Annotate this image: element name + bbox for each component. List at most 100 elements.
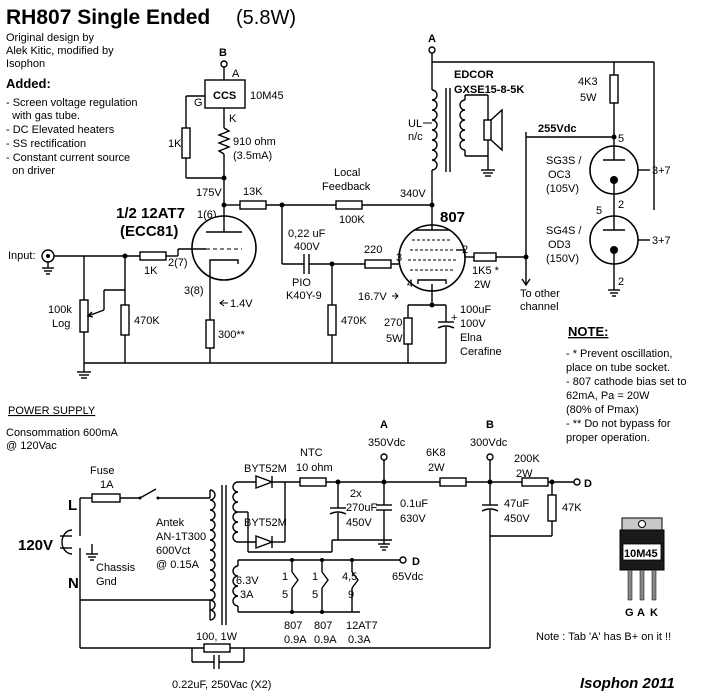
coupling-cap-value: 0,22 uF: [288, 228, 326, 240]
output-pin-g1: 3: [396, 252, 402, 264]
reg1-pin37: 3+7: [652, 165, 671, 177]
ccs-gate-resistor: [181, 127, 191, 159]
plate-feed-resistor: [239, 200, 267, 210]
driver-cathode-resistor: [205, 319, 215, 349]
output-grid-leak-label: 470K: [341, 315, 367, 327]
driver-grid-resistor: [139, 251, 167, 261]
psu-r1-value: 6K8: [426, 447, 446, 459]
output-cathode-voltage: 16.7V: [358, 291, 387, 303]
note-line-3: - 807 cathode bias set to: [566, 376, 686, 388]
filter-cap-1-voltage: 450V: [346, 517, 372, 529]
coupling-cap-model: K40Y-9: [286, 290, 322, 302]
volume-pot[interactable]: [79, 299, 89, 333]
grid-leak-resistor: [120, 304, 130, 336]
psu-r3-value: 47K: [562, 502, 582, 514]
screen-resistor-power: 2W: [474, 279, 491, 291]
title-main: RH807 Single Ended: [6, 6, 210, 29]
psu-consumption-2: @ 120Vac: [6, 440, 57, 452]
added-item-2: - DC Elevated heaters: [6, 124, 115, 136]
hv-secondary: [232, 481, 239, 543]
ntc-label: NTC: [300, 447, 323, 459]
heater-t1-pin-a: 1: [282, 571, 288, 583]
reg2-alt: OD3: [548, 239, 571, 251]
note-line-4: 62mA, Pa = 20W: [566, 390, 650, 402]
pot-taper: Log: [52, 318, 70, 330]
snubber-cap-label: 0.22uF, 250Vac (X2): [172, 679, 271, 691]
added-item-4a: - Constant current source: [6, 152, 130, 164]
psu-r1-power: 2W: [428, 462, 445, 474]
heater-t2-pin-b: 5: [312, 589, 318, 601]
reg1-alt: OC3: [548, 169, 571, 181]
heater-t2-pin-a: 1: [312, 571, 318, 583]
reg1-pin2: 2: [618, 199, 624, 211]
ccs-set-resistor-label: 910 ohm: [233, 136, 276, 148]
driver-tube-alt: (ECC81): [120, 223, 178, 240]
note-line-7: proper operation.: [566, 432, 650, 444]
mains-plug: [61, 529, 73, 555]
note-line-2: place on tube socket.: [566, 362, 670, 374]
snubber-resistor: [203, 643, 231, 653]
component-name: 10M45: [624, 548, 658, 560]
grid-leak-resistor-label: 470K: [134, 315, 160, 327]
heater-current: 3A: [240, 589, 254, 601]
credit-line-1: Original design by: [6, 32, 95, 44]
heater-t1-current: 0.9A: [284, 634, 307, 646]
regulator-drop-r-power: 5W: [580, 92, 597, 104]
ntc-thermistor: [299, 477, 327, 487]
otx-model: GXSE15-8-5K: [454, 84, 524, 96]
note-line-5: (80% of Pmax): [566, 404, 639, 416]
driver-cathode: [209, 259, 239, 264]
ccs-block: [204, 79, 246, 109]
driver-tube-name: 1/2 12AT7: [116, 205, 185, 222]
cap-plus: +: [451, 312, 457, 324]
component-pin-a: A: [637, 607, 645, 619]
transformer-voltage: 600Vct: [156, 545, 190, 557]
regulator-drop-resistor: [609, 74, 619, 104]
heater-elevation-voltage: 65Vdc: [392, 571, 424, 583]
psu-node-a-voltage: 350Vdc: [368, 437, 406, 449]
added-item-1a: - Screen voltage regulation: [6, 97, 137, 109]
power-switch[interactable]: [139, 488, 157, 499]
psu-heading: POWER SUPPLY: [8, 405, 96, 417]
psu-node-d: D: [584, 478, 592, 490]
ccs-set-current: (3.5mA): [233, 150, 272, 162]
output-grid-leak-resistor: [327, 304, 337, 336]
heater-t2-current: 0.9A: [314, 634, 337, 646]
ccs-gate-resistor-label: 1K: [168, 138, 182, 150]
ccs-pin-g: G: [194, 97, 203, 109]
pot-value: 100k: [48, 304, 72, 316]
input-label: Input:: [8, 250, 36, 262]
heater-t1-pin-b: 5: [282, 589, 288, 601]
diode-1-label: BYT52M: [244, 463, 287, 475]
transformer-brand: Antek: [156, 517, 185, 529]
ccs-b-terminal: [220, 60, 228, 68]
cathode-cap-value: 100uF: [460, 304, 491, 316]
output-plate-voltage: 340V: [400, 188, 426, 200]
output-transformer-secondary: [459, 99, 466, 151]
filter-cap-2-voltage: 630V: [400, 513, 426, 525]
heater-807-1: [291, 571, 299, 589]
heater-voltage: 6.3V: [236, 575, 259, 587]
reg2-type: SG4S /: [546, 225, 582, 237]
psu-node-b: B: [486, 419, 494, 431]
cathode-cap-series: Cerafine: [460, 346, 502, 358]
transformer-model: AN-1T300: [156, 531, 206, 543]
fuse-label: Fuse: [90, 465, 114, 477]
cathode-cap-voltage: 100V: [460, 318, 486, 330]
heater-807-2: [321, 571, 329, 589]
component-pin-k: K: [650, 607, 658, 619]
heater-t3-current: 0.3A: [348, 634, 371, 646]
grid-stopper-resistor: [364, 259, 392, 269]
chassis-gnd-2: Gnd: [96, 576, 117, 588]
ccs-pin-a: A: [232, 68, 240, 80]
heater-node-d: D: [412, 556, 420, 568]
snubber-resistor-label: 100, 1W: [196, 631, 238, 643]
to-other-channel-1: To other: [520, 288, 560, 300]
reg2-voltage: (150V): [546, 253, 579, 265]
ntc-value: 10 ohm: [296, 462, 333, 474]
note-line-1: - * Prevent oscillation,: [566, 348, 672, 360]
reg2-pin5: 5: [596, 205, 602, 217]
coupling-cap-type: PIO: [292, 277, 311, 289]
diode-2: [255, 534, 274, 550]
ccs-pin-k: K: [229, 113, 237, 125]
